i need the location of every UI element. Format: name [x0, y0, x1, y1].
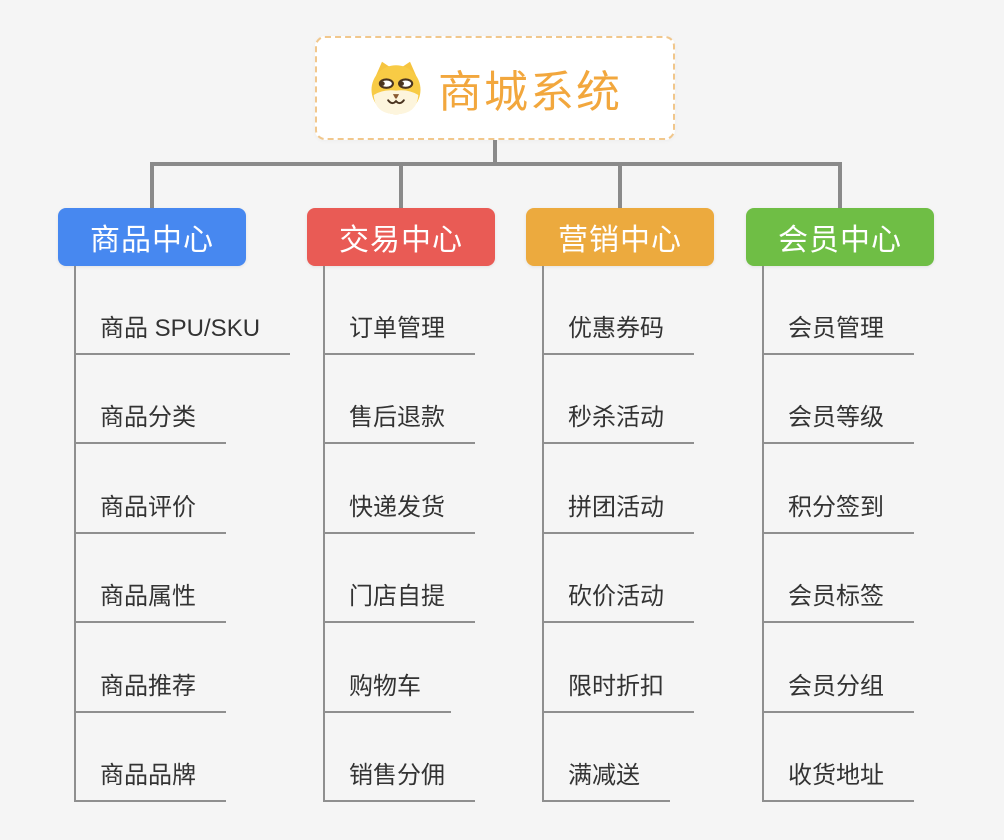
leaf-item-member-center-4[interactable]: 会员分组: [762, 670, 914, 713]
leaf-item-marketing-center-3[interactable]: 砍价活动: [542, 580, 694, 623]
leaf-item-trade-center-2[interactable]: 快递发货: [323, 491, 475, 534]
subtree-line-member-center: [762, 266, 764, 802]
leaf-item-member-center-2[interactable]: 积分签到: [762, 491, 914, 534]
leaf-item-trade-center-1[interactable]: 售后退款: [323, 401, 475, 444]
leaf-item-trade-center-0[interactable]: 订单管理: [323, 312, 475, 355]
subtree-line-marketing-center: [542, 266, 544, 802]
branch-node-trade-center[interactable]: 交易中心: [307, 208, 495, 266]
leaf-item-product-center-3[interactable]: 商品属性: [74, 580, 226, 623]
leaf-item-member-center-5[interactable]: 收货地址: [762, 759, 914, 802]
leaf-item-member-center-3[interactable]: 会员标签: [762, 580, 914, 623]
connector-drop-product-center: [150, 162, 154, 210]
shiba-dog-icon: [368, 60, 424, 116]
leaf-item-product-center-4[interactable]: 商品推荐: [74, 670, 226, 713]
branch-label-trade-center: 交易中心: [339, 224, 463, 257]
connector-root-stub: [493, 140, 497, 166]
branch-node-product-center[interactable]: 商品中心: [58, 208, 246, 266]
leaf-item-member-center-0[interactable]: 会员管理: [762, 312, 914, 355]
connector-hub-line: [150, 162, 842, 166]
subtree-line-trade-center: [323, 266, 325, 802]
leaf-item-member-center-1[interactable]: 会员等级: [762, 401, 914, 444]
branch-node-member-center[interactable]: 会员中心: [746, 208, 934, 266]
leaf-item-product-center-0[interactable]: 商品 SPU/SKU: [74, 312, 291, 355]
branch-label-marketing-center: 营销中心: [558, 224, 682, 257]
leaf-item-trade-center-5[interactable]: 销售分佣: [323, 759, 475, 802]
leaf-item-marketing-center-5[interactable]: 满减送: [542, 759, 670, 802]
root-node[interactable]: 商城系统: [315, 36, 675, 140]
leaf-item-trade-center-4[interactable]: 购物车: [323, 670, 451, 713]
branch-label-member-center: 会员中心: [778, 224, 902, 257]
root-title: 商城系统: [438, 68, 622, 117]
leaf-item-product-center-5[interactable]: 商品品牌: [74, 759, 226, 802]
connector-drop-marketing-center: [618, 162, 622, 210]
leaf-item-marketing-center-1[interactable]: 秒杀活动: [542, 401, 694, 444]
leaf-item-marketing-center-2[interactable]: 拼团活动: [542, 491, 694, 534]
leaf-item-trade-center-3[interactable]: 门店自提: [323, 580, 475, 623]
leaf-item-product-center-2[interactable]: 商品评价: [74, 491, 226, 534]
branch-label-product-center: 商品中心: [90, 224, 214, 257]
connector-drop-member-center: [838, 162, 842, 210]
leaf-item-product-center-1[interactable]: 商品分类: [74, 401, 226, 444]
branch-node-marketing-center[interactable]: 营销中心: [526, 208, 714, 266]
connector-drop-trade-center: [399, 162, 403, 210]
subtree-line-product-center: [74, 266, 76, 802]
leaf-item-marketing-center-0[interactable]: 优惠券码: [542, 312, 694, 355]
leaf-item-marketing-center-4[interactable]: 限时折扣: [542, 670, 694, 713]
